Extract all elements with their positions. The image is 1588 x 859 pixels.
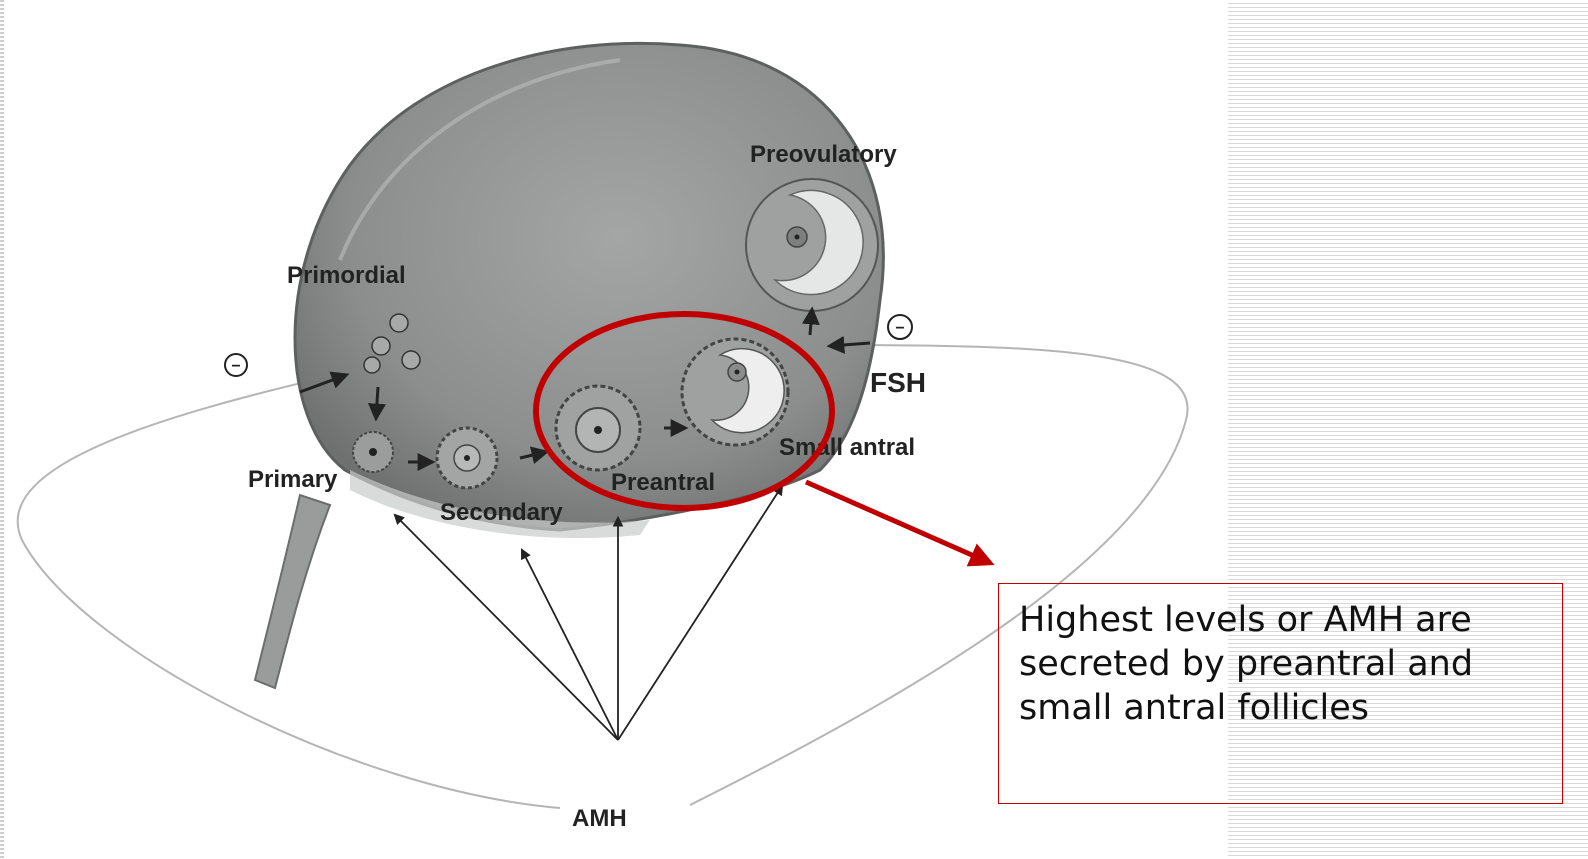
ovarian-ligament bbox=[255, 495, 330, 688]
inhibition-symbol-left: − bbox=[225, 354, 247, 376]
label-fsh: FSH bbox=[870, 367, 926, 398]
label-preovulatory: Preovulatory bbox=[750, 141, 897, 168]
label-secondary: Secondary bbox=[440, 499, 563, 526]
inhibition-symbol-right: − bbox=[888, 315, 912, 339]
callout-arrow bbox=[806, 482, 990, 563]
callout-text: Highest levels or AMH are secreted by pr… bbox=[1019, 600, 1473, 728]
callout-box: Highest levels or AMH are secreted by pr… bbox=[998, 583, 1563, 804]
small-antral-follicle bbox=[682, 339, 788, 445]
svg-text:−: − bbox=[895, 320, 904, 337]
preovulatory-follicle bbox=[746, 179, 878, 311]
secondary-follicle bbox=[437, 428, 497, 488]
label-amh: AMH bbox=[572, 805, 627, 832]
preantral-follicle bbox=[556, 386, 640, 470]
svg-text:−: − bbox=[231, 358, 240, 375]
label-primordial: Primordial bbox=[287, 262, 406, 289]
label-small-antral: Small antral bbox=[779, 434, 915, 461]
label-primary: Primary bbox=[248, 466, 338, 493]
primary-follicle bbox=[353, 432, 393, 472]
label-preantral: Preantral bbox=[611, 469, 715, 496]
